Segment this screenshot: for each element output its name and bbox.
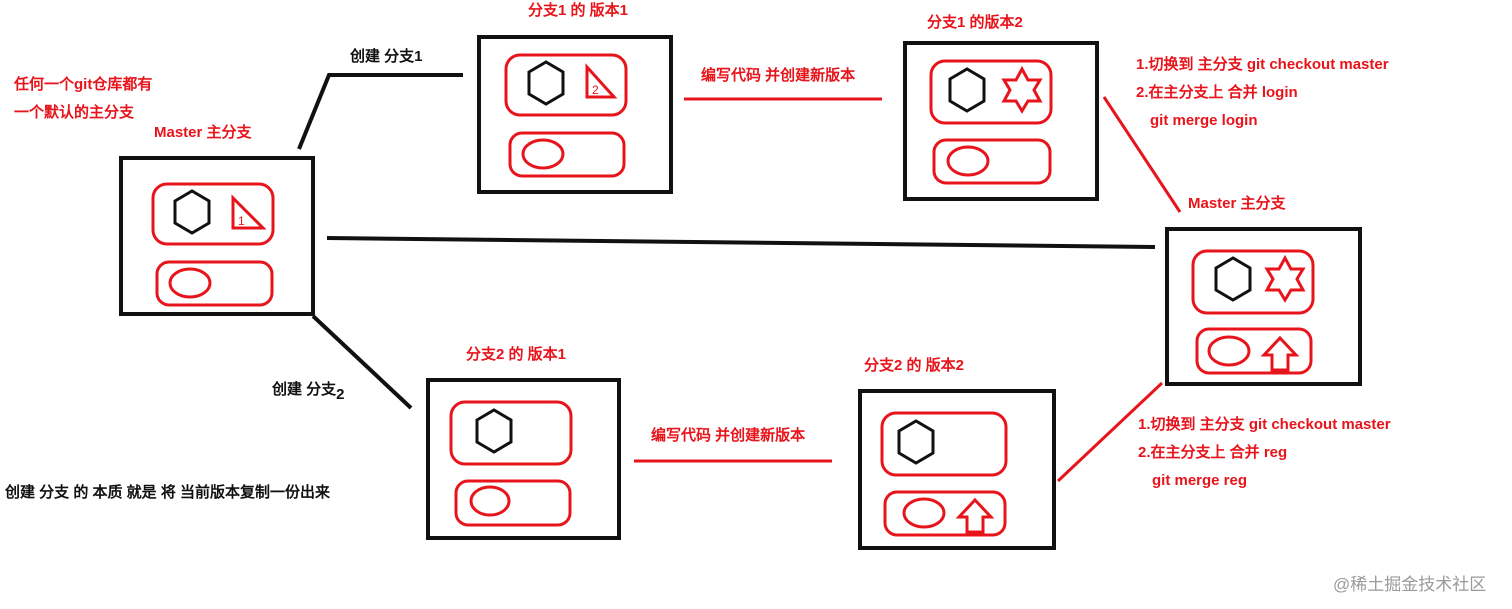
create-branch2-text: 创建 分支 bbox=[272, 381, 337, 398]
merge-reg-step2: 2.在主分支上 合并 reg bbox=[1138, 444, 1288, 461]
edge-create-branch2 bbox=[311, 314, 413, 410]
hexagon-icon bbox=[1214, 256, 1252, 302]
edge-merge-login bbox=[1102, 96, 1182, 213]
up-arrow-icon bbox=[957, 498, 993, 534]
create-branch2-number: 2 bbox=[336, 386, 345, 403]
circle-icon bbox=[946, 145, 990, 177]
node-label-branch2-v1: 分支2 的 版本1 bbox=[466, 346, 567, 363]
circle-icon bbox=[1207, 335, 1251, 367]
node-master-merged bbox=[1165, 227, 1362, 386]
node-branch2-v2 bbox=[858, 389, 1056, 550]
edge-label-branch1-commit: 编写代码 并创建新版本 bbox=[701, 67, 856, 84]
node-label-branch2-v2: 分支2 的 版本2 bbox=[864, 357, 965, 374]
circle-icon bbox=[521, 138, 565, 170]
merge-login-step2: 2.在主分支上 合并 login bbox=[1136, 84, 1298, 101]
hexagon-icon bbox=[897, 419, 935, 465]
node-branch1-v1: 2 bbox=[477, 35, 673, 194]
watermark: @稀土掘金技术社区 bbox=[1333, 575, 1487, 594]
circle-icon bbox=[469, 485, 511, 517]
branch-essence-note: 创建 分支 的 本质 就是 将 当前版本复制一份出来 bbox=[5, 484, 331, 501]
svg-text:1: 1 bbox=[238, 214, 245, 228]
circle-icon bbox=[168, 267, 212, 299]
node-master-initial: 1 bbox=[119, 156, 315, 316]
merge-reg-command: git merge reg bbox=[1152, 472, 1248, 489]
hexagon-icon bbox=[173, 189, 211, 235]
hexagon-icon bbox=[527, 60, 565, 106]
up-arrow-icon bbox=[1262, 336, 1298, 372]
node-branch1-v2 bbox=[903, 41, 1099, 201]
merge-login-step1: 1.切换到 主分支 git checkout master bbox=[1136, 56, 1389, 73]
hexagon-icon bbox=[475, 408, 513, 454]
merge-reg-step1: 1.切换到 主分支 git checkout master bbox=[1138, 416, 1391, 433]
triangle-icon bbox=[585, 63, 618, 99]
node-branch2-v1 bbox=[426, 378, 621, 540]
node-label-master-merged: Master 主分支 bbox=[1188, 195, 1286, 212]
merge-login-command: git merge login bbox=[1150, 112, 1258, 129]
triangle-icon bbox=[231, 194, 267, 230]
svg-text:2: 2 bbox=[592, 83, 599, 97]
circle-icon bbox=[902, 497, 946, 529]
edge-label-branch2-commit: 编写代码 并创建新版本 bbox=[651, 427, 806, 444]
default-branch-note-line1: 任何一个git仓库都有 bbox=[14, 76, 153, 93]
edge-create-branch1 bbox=[297, 73, 463, 150]
node-label-branch1-v2: 分支1 的版本2 bbox=[927, 14, 1023, 31]
node-label-branch1-v1: 分支1 的 版本1 bbox=[528, 2, 629, 19]
hexagon-icon bbox=[948, 67, 986, 113]
edge-merge-reg bbox=[1056, 381, 1164, 483]
edge-master-main bbox=[326, 236, 1156, 249]
node-label-master-initial: Master 主分支 bbox=[154, 124, 252, 141]
edge-label-create-branch1: 创建 分支1 bbox=[350, 48, 423, 65]
default-branch-note-line2: 一个默认的主分支 bbox=[14, 104, 135, 121]
star-icon bbox=[1002, 67, 1042, 113]
edge-label-create-branch2: 创建 分支2 bbox=[272, 381, 345, 403]
star-icon bbox=[1265, 256, 1305, 302]
